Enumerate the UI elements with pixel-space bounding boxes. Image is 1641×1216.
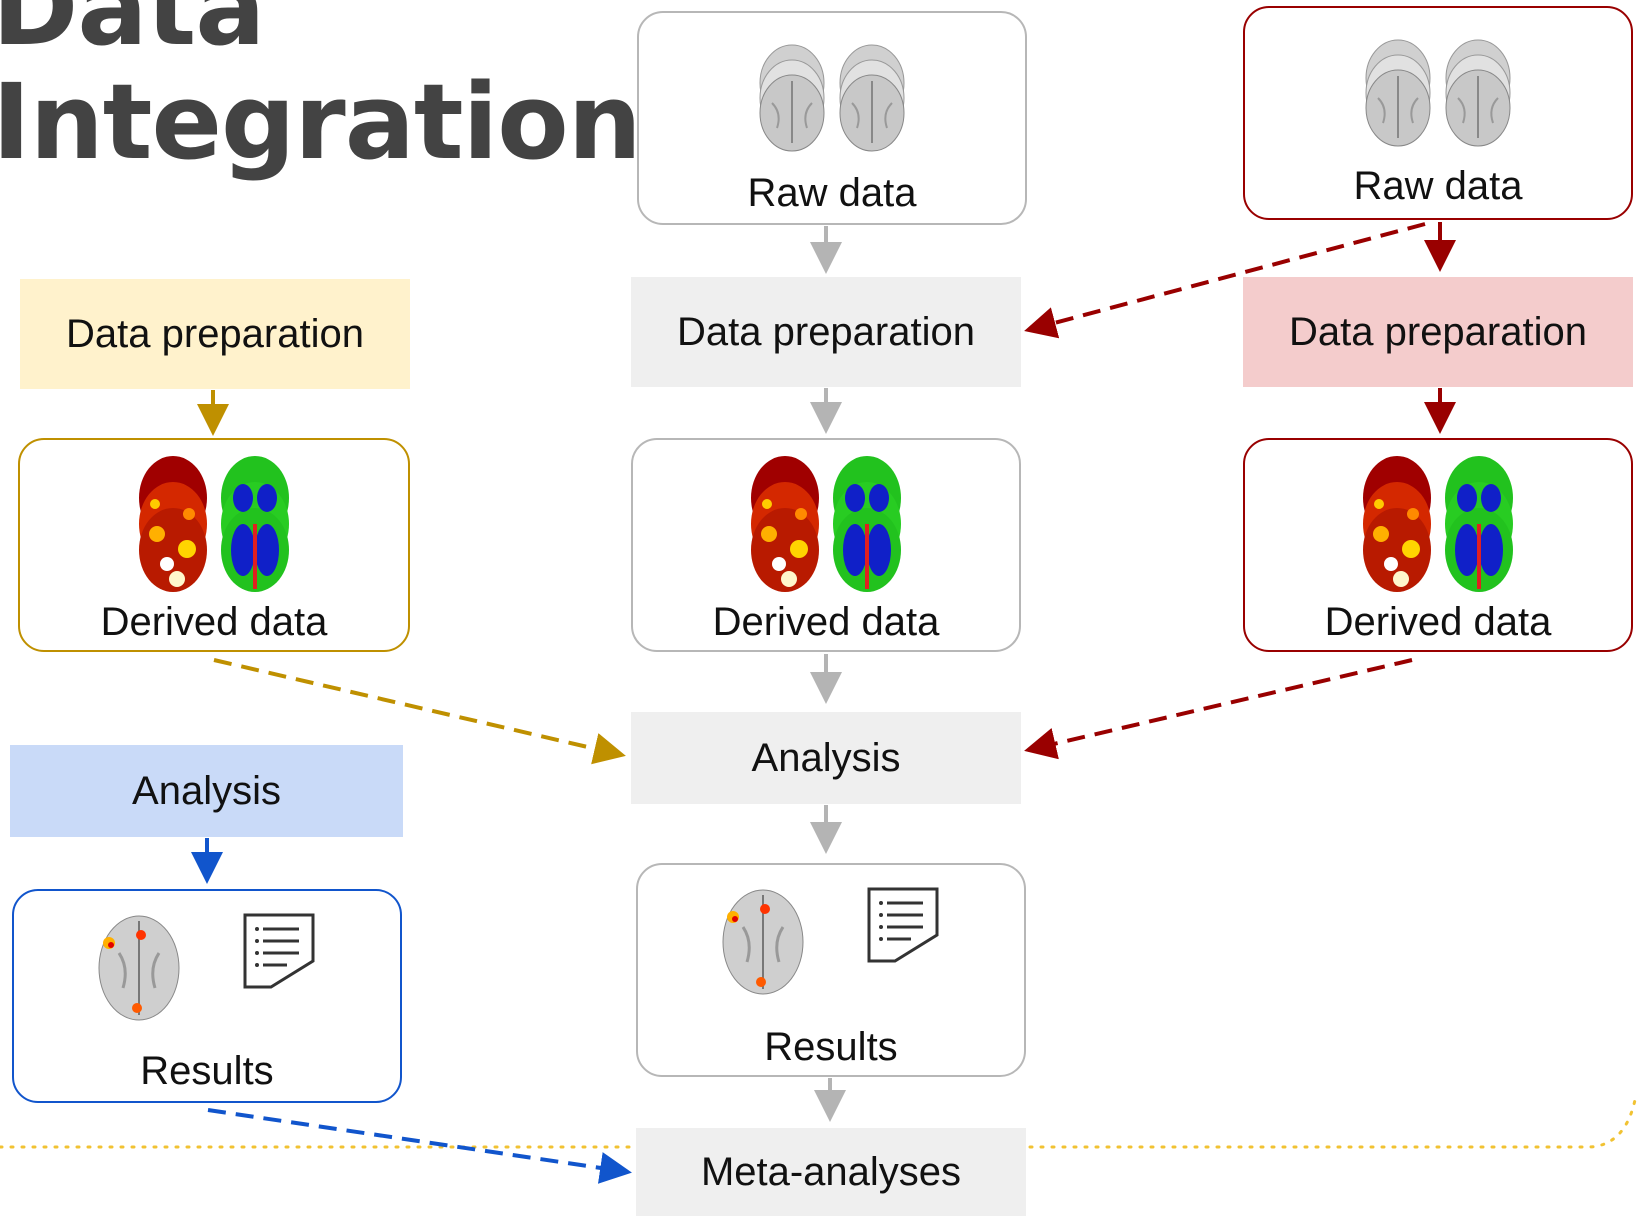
derived-data-icons [1245,454,1631,594]
activation-brain-icon [722,889,804,995]
right-data-preparation-box: Data preparation [1243,277,1633,387]
heat-map-brain-icon [139,456,207,592]
center-meta-analyses-label: Meta-analyses [700,1149,962,1194]
activation-brain-icon [98,915,180,1021]
left-data-preparation-label: Data preparation [66,311,364,356]
title-line-1: Data [0,0,265,69]
results-icons [638,887,1024,997]
left-results-label: Results [140,1049,274,1093]
brain-slice-stack-icon [1445,39,1511,147]
left-analysis-label: Analysis [132,768,281,813]
center-derived-data-label: Derived data [712,600,940,644]
center-raw-data-label: Raw data [747,171,917,215]
dashed-arrow-right-derived-to-center-analysis [1024,658,1413,760]
left-analysis-box: Analysis [10,745,403,837]
derived-data-icons [20,454,408,594]
dotted-boundary-line-right [1028,1098,1637,1149]
stat-map-brain-icon [1445,456,1513,592]
center-analysis-label: Analysis [751,735,901,780]
report-document-icon [867,887,939,963]
dashed-arrow-right-raw-to-center-prep [1024,222,1426,339]
title-line-2: Integration [0,61,642,183]
right-derived-data-box: Derived data [1243,438,1633,652]
center-meta-analyses-box: Meta-analyses [636,1128,1026,1216]
raw-data-icons [1245,38,1631,148]
center-analysis-box: Analysis [631,712,1021,804]
center-data-preparation-label: Data preparation [677,309,975,354]
center-results-box: Results [636,863,1026,1077]
right-data-preparation-label: Data preparation [1289,309,1587,354]
center-derived-data-box: Derived data [631,438,1021,652]
brain-slice-stack-icon [759,44,825,152]
center-data-preparation-box: Data preparation [631,277,1021,387]
center-results-label: Results [764,1025,898,1069]
left-data-preparation-box: Data preparation [20,279,410,389]
left-derived-data-label: Derived data [100,600,328,644]
stat-map-brain-icon [221,456,289,592]
left-derived-data-box: Derived data [18,438,410,652]
brain-slice-stack-icon [1365,39,1431,147]
right-raw-data-box: Raw data [1243,6,1633,220]
brain-slice-stack-icon [839,44,905,152]
raw-data-icons [639,43,1025,153]
derived-data-icons [633,454,1019,594]
heat-map-brain-icon [1363,456,1431,592]
left-results-box: Results [12,889,402,1103]
heat-map-brain-icon [751,456,819,592]
report-document-icon [243,913,315,989]
stat-map-brain-icon [833,456,901,592]
center-raw-data-box: Raw data [637,11,1027,225]
results-icons [14,913,400,1023]
right-derived-data-label: Derived data [1324,600,1552,644]
dashed-arrow-left-derived-to-center-analysis [213,658,626,765]
dashed-arrow-left-results-to-meta [207,1108,632,1184]
right-raw-data-label: Raw data [1353,164,1523,208]
